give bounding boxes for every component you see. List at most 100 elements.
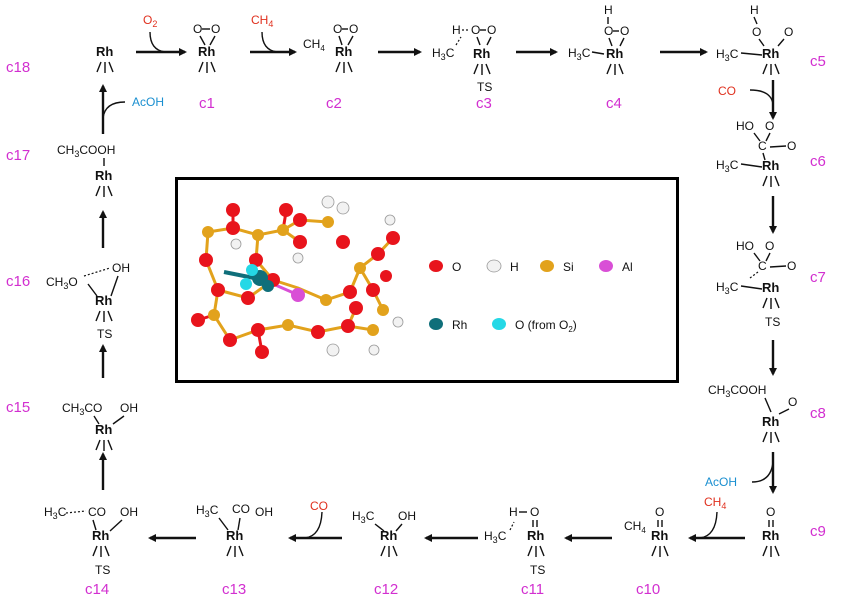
svg-text:Rh: Rh <box>226 528 243 543</box>
svg-text:H3C: H3C <box>568 46 591 62</box>
svg-text:O: O <box>765 239 774 253</box>
label-c12: c12 <box>374 581 398 598</box>
label-c18: c18 <box>6 59 30 76</box>
legend: O H Si Al Rh O (from O2) <box>429 259 633 334</box>
reagent-acoh: AcOH <box>705 475 737 489</box>
svg-text:CH3COOH: CH3COOH <box>708 383 766 399</box>
svg-text:H: H <box>509 505 518 519</box>
reagent-ch4: CH4 <box>251 13 273 29</box>
species-c5: H O O H3C Rh <box>716 3 793 76</box>
svg-text:O: O <box>784 25 793 39</box>
label-c3: c3 <box>476 95 492 112</box>
reagent-acoh-2: AcOH <box>132 95 164 109</box>
label-c4: c4 <box>606 95 622 112</box>
svg-text:Rh: Rh <box>198 44 215 59</box>
svg-text:H3C: H3C <box>716 47 739 63</box>
svg-text:O: O <box>787 259 796 273</box>
svg-text:OH: OH <box>120 505 138 519</box>
species-c16: CH3O OH Rh TS <box>46 261 130 341</box>
svg-text:Rh: Rh <box>762 158 779 173</box>
label-c9: c9 <box>810 523 826 540</box>
reagent-ch4-2: CH4 <box>704 495 726 511</box>
svg-text:O: O <box>752 25 761 39</box>
label-c15: c15 <box>6 399 30 416</box>
label-c14: c14 <box>85 581 109 598</box>
svg-text:O: O <box>620 24 629 38</box>
svg-text:Rh: Rh <box>651 528 668 543</box>
legend-o: O <box>452 260 461 274</box>
svg-text:OH: OH <box>120 401 138 415</box>
svg-text:TS: TS <box>765 315 780 329</box>
structure-legend-box: O H Si Al Rh O (from O2) <box>175 177 679 383</box>
reagent-co-2: CO <box>310 499 328 513</box>
svg-text:H3C: H3C <box>716 280 739 296</box>
svg-text:Rh: Rh <box>335 44 352 59</box>
reagent-o2: O2 <box>143 13 157 29</box>
svg-text:HO: HO <box>736 119 754 133</box>
svg-text:H3C: H3C <box>432 46 455 62</box>
legend-h: H <box>510 260 519 274</box>
svg-text:TS: TS <box>97 327 112 341</box>
svg-text:O: O <box>333 22 342 36</box>
svg-text:Rh: Rh <box>380 528 397 543</box>
svg-text:Rh: Rh <box>606 46 623 61</box>
svg-text:Rh: Rh <box>95 168 112 183</box>
label-c5: c5 <box>810 53 826 70</box>
label-c16: c16 <box>6 273 30 290</box>
reagent-hook <box>149 31 166 53</box>
svg-text:O: O <box>787 139 796 153</box>
svg-text:CH4: CH4 <box>624 519 646 535</box>
svg-text:Rh: Rh <box>762 414 779 429</box>
svg-text:TS: TS <box>95 563 110 577</box>
species-c17: CH3COOH Rh <box>57 143 115 198</box>
species-c13: H3C CO OH Rh <box>196 502 273 558</box>
svg-text:Rh: Rh <box>92 528 109 543</box>
label-c8: c8 <box>810 405 826 422</box>
legend-rh: Rh <box>452 318 467 332</box>
svg-text:HO: HO <box>736 239 754 253</box>
label-c2: c2 <box>326 95 342 112</box>
species-c9: O Rh <box>762 505 780 558</box>
svg-text:H3C: H3C <box>44 505 67 521</box>
species-c11: H O H3C Rh TS <box>484 505 545 577</box>
species-c10: O CH4 Rh <box>624 505 669 558</box>
svg-text:O: O <box>788 395 797 409</box>
rh-atom: Rh <box>96 44 113 59</box>
svg-text:Rh: Rh <box>95 293 112 308</box>
species-c3: H O O H3C Rh TS <box>432 23 496 94</box>
svg-text:OH: OH <box>255 505 273 519</box>
legend-o-from-o2: O (from O2) <box>515 318 577 334</box>
species-c1: O O Rh <box>193 22 220 74</box>
species-c2: O O CH4 Rh <box>303 22 358 74</box>
species-c15: CH3CO OH Rh <box>62 401 138 452</box>
svg-text:H3C: H3C <box>716 158 739 174</box>
species-c6: HO O C O H3C Rh <box>716 119 796 188</box>
svg-text:Rh: Rh <box>762 280 779 295</box>
svg-text:H3C: H3C <box>484 529 507 545</box>
reagent-co: CO <box>718 84 736 98</box>
svg-text:C: C <box>758 259 767 273</box>
svg-text:H3C: H3C <box>352 509 375 525</box>
svg-text:O: O <box>193 22 202 36</box>
svg-text:CH3COOH: CH3COOH <box>57 143 115 159</box>
svg-text:O: O <box>604 24 613 38</box>
svg-text:O: O <box>211 22 220 36</box>
species-c18: Rh <box>96 44 114 74</box>
svg-text:OH: OH <box>398 509 416 523</box>
svg-text:O: O <box>471 23 480 37</box>
species-c7: HO O C O H3C Rh TS <box>716 239 796 329</box>
species-c12: H3C OH Rh <box>352 509 416 558</box>
species-c8: CH3COOH O Rh <box>708 383 797 444</box>
svg-text:H: H <box>750 3 759 17</box>
svg-text:H3C: H3C <box>196 503 219 519</box>
label-c11: c11 <box>521 581 544 598</box>
svg-text:O: O <box>530 505 539 519</box>
svg-text:OH: OH <box>112 261 130 275</box>
svg-text:TS: TS <box>530 563 545 577</box>
species-c4: H O O H3C Rh <box>568 3 629 76</box>
label-c7: c7 <box>810 269 826 286</box>
svg-text:CO: CO <box>88 505 106 519</box>
label-c10: c10 <box>636 581 660 598</box>
